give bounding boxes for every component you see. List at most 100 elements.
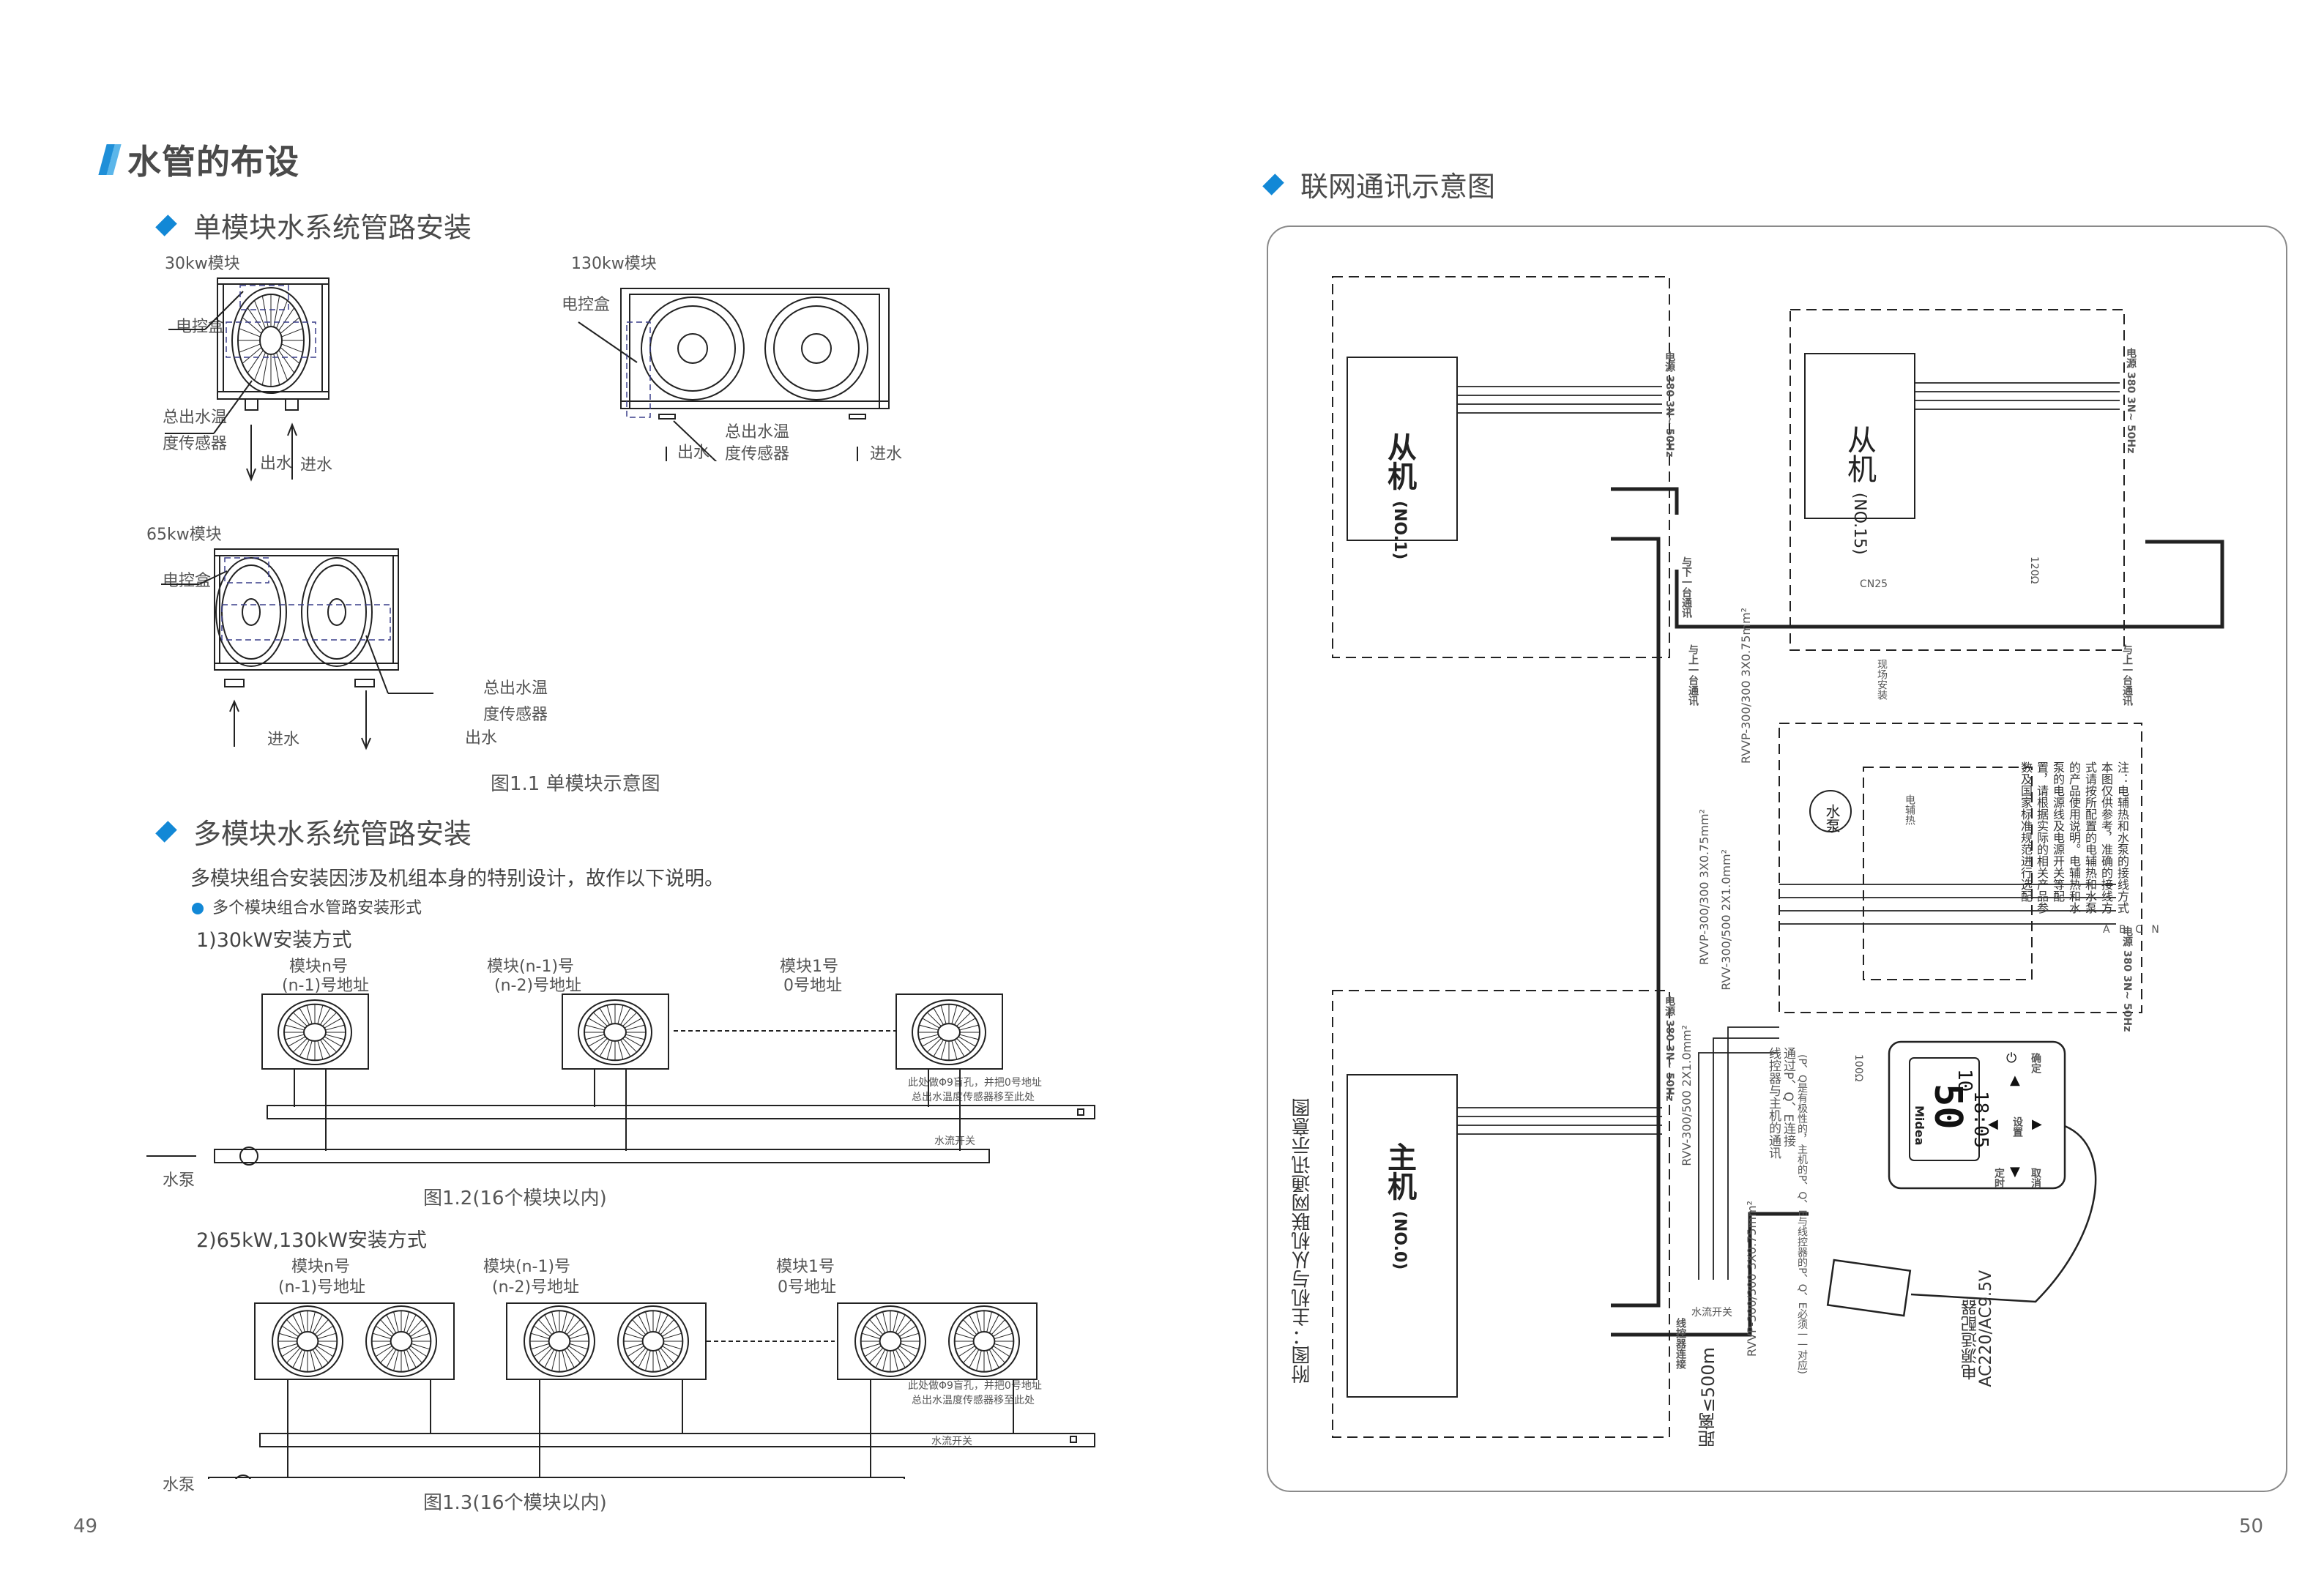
controller-timer-button[interactable]: 定时 <box>1993 1168 2005 1188</box>
intro-paragraph: 多模块组合安装因涉及机组本身的特别设计，故作以下说明。 <box>190 868 724 890</box>
fan-blade <box>627 1325 644 1337</box>
fan-blade <box>375 1325 392 1337</box>
fan-blade <box>261 354 269 385</box>
fan-blade <box>620 1007 631 1025</box>
fan-blade <box>954 1007 965 1025</box>
slave15-boundary <box>1789 309 2125 651</box>
sensor-label-line2: 度传感器 <box>483 706 548 724</box>
pump-box-power-label: 电源 380 3N~ 50Hz <box>2121 926 2133 1032</box>
fan-blade <box>976 1350 982 1371</box>
fan-blade <box>403 1311 409 1332</box>
inlet-label: 进水 <box>300 456 333 474</box>
fan-blade <box>406 1349 417 1368</box>
heater-label: 电辅热 <box>1904 794 1915 825</box>
module-1-address: 0号地址 <box>783 977 842 995</box>
sensor-note-line1: 此处做Φ9盲孔，并把0号地址 <box>908 1380 1042 1392</box>
inlet-header-pipe <box>208 1477 905 1479</box>
module-unit <box>837 1302 1038 1380</box>
fan-blade <box>292 1038 308 1053</box>
slave15-to-prev-label: 与上一台通讯 <box>2121 644 2133 706</box>
fan-blade <box>285 1034 305 1040</box>
controller-up-icon[interactable]: ▲ <box>2010 1073 2020 1088</box>
fan-blade <box>551 1350 557 1371</box>
sensor-label-line1: 总出水温 <box>163 409 228 427</box>
fan-blade <box>663 1332 682 1340</box>
fan-blade <box>624 1018 642 1029</box>
fan-blade <box>317 1004 324 1024</box>
diamond-bullet-icon <box>155 820 177 843</box>
section-heading-multi-module: 多模块水系统管路安装 <box>154 811 472 851</box>
fan-blade <box>922 1036 940 1047</box>
fan-blade <box>288 1018 306 1029</box>
title-accent-bar <box>98 144 122 175</box>
controller-down-icon[interactable]: ▼ <box>2010 1164 2020 1179</box>
fan-blade <box>869 1347 884 1363</box>
controller-confirm-button[interactable]: 确定 <box>2030 1053 2041 1073</box>
fan-blade <box>893 1311 898 1332</box>
diagram-frame <box>1267 225 2287 1492</box>
fan-blade <box>299 1007 310 1025</box>
slave15-cn25-label: CN25 <box>1860 578 1888 590</box>
controller-left-icon[interactable]: ◀ <box>1988 1116 1998 1132</box>
module-30kw-drawing <box>165 277 329 482</box>
pump-box-note: 注：电辅热和水泵的接线方式本图仅供参考，准确的接线方式请按所配置的电辅热和水泵的… <box>2019 761 2129 914</box>
install-30kw-label: 1)30kW安装方式 <box>196 929 352 952</box>
module-n1-address: (n-2)号地址 <box>494 977 582 995</box>
controller-right-icon[interactable]: ▶ <box>2032 1116 2042 1132</box>
fan-blade <box>551 1311 557 1332</box>
fan-blade <box>895 1349 906 1368</box>
slave1-to-next-label: 与下一台通讯 <box>1680 556 1692 618</box>
fan-blade <box>899 1346 917 1357</box>
fan-hub <box>390 1331 413 1352</box>
fan-blade <box>663 1343 682 1350</box>
controller-power-icon[interactable]: ⏻ <box>2006 1051 2017 1066</box>
fan-blade <box>306 1040 313 1060</box>
slave15-title: 从机 (NO.15) <box>1842 425 1876 555</box>
fan-blade <box>632 1347 647 1363</box>
page-title-text: 水管的布设 <box>127 142 299 182</box>
fan-blade <box>276 300 288 329</box>
fan-blade <box>625 1024 645 1031</box>
fan-blade <box>986 1311 992 1332</box>
fan-blade <box>569 1343 589 1350</box>
controller-brand-logo: Midea <box>1913 1106 1926 1146</box>
fan-blade <box>322 1012 338 1026</box>
fan-blade <box>638 1349 649 1368</box>
power-lines <box>1457 382 2120 1280</box>
pump-label: 水泵 <box>163 1476 195 1494</box>
fan-blade <box>538 1347 553 1363</box>
module-n1-name: 模块(n-1)号 <box>487 958 575 976</box>
fan-blade <box>662 1346 679 1357</box>
controller-temp-display: 50 <box>1926 1084 1970 1130</box>
fan-blade <box>969 1349 980 1368</box>
fan-blade <box>861 1343 881 1350</box>
fan-blade <box>955 1343 975 1350</box>
flow-switch-label: 水流开关 <box>931 1436 972 1447</box>
module-unit <box>254 1302 455 1380</box>
fan-blade <box>622 1012 638 1026</box>
fan-blade <box>658 1314 668 1334</box>
fan-blade <box>994 1332 1013 1340</box>
controller-resistor-label: 100Ω <box>1852 1054 1864 1082</box>
fan-blade <box>993 1325 1010 1337</box>
fan-blade <box>875 1314 886 1334</box>
fan-blade <box>299 1311 305 1332</box>
fan-blade <box>655 1311 661 1332</box>
fan-outer-ring <box>854 1305 926 1377</box>
module-1-name: 模块1号 <box>776 1258 835 1276</box>
fan-blade <box>533 1325 551 1337</box>
master-boundary <box>1332 990 1670 1438</box>
module-n-address: (n-1)号地址 <box>282 977 370 995</box>
module-unit <box>506 1302 707 1380</box>
fan-blade <box>247 307 264 331</box>
fan-blade <box>325 1024 345 1031</box>
field-install-label: 现场安装 <box>1876 659 1888 700</box>
outlet-header-pipe <box>267 1105 1095 1119</box>
controller-cancel-button[interactable]: 取消 <box>2030 1168 2041 1188</box>
comm-bus-lines <box>1611 487 2224 1337</box>
controller-set-button[interactable]: 设置 <box>2011 1116 2023 1137</box>
pump-symbol <box>239 1147 258 1166</box>
fan-blade <box>958 1346 975 1357</box>
pump-symbol <box>235 1475 251 1479</box>
fan-hub <box>303 1023 327 1042</box>
